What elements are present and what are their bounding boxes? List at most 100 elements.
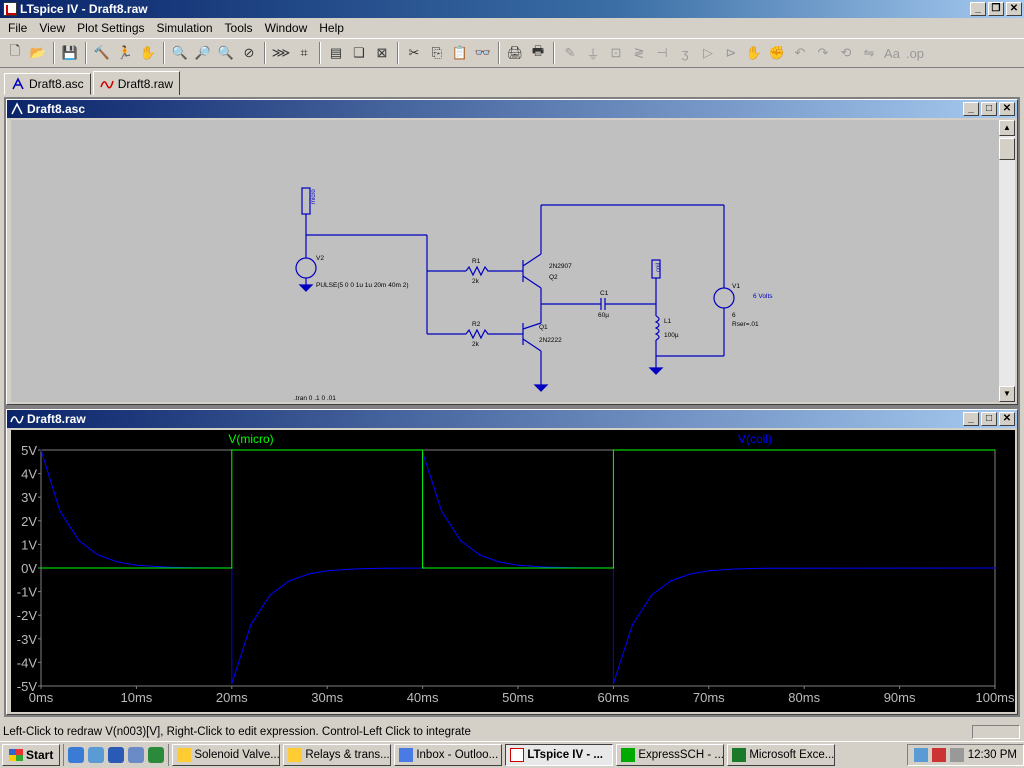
task-relays[interactable]: Relays & trans... <box>283 744 392 766</box>
inductor-icon[interactable]: ʒ <box>681 45 689 61</box>
excel-icon <box>732 748 747 762</box>
menu-file[interactable]: File <box>8 21 28 35</box>
task-ltspice[interactable]: LTspice IV - ... <box>505 744 614 766</box>
data-point <box>994 567 996 569</box>
security-icon[interactable] <box>931 748 946 762</box>
scroll-thumb[interactable] <box>999 138 1015 160</box>
print-icon[interactable]: 🖶 <box>531 43 545 58</box>
volume-icon[interactable] <box>949 748 964 762</box>
label-icon[interactable]: ⊡ <box>610 45 622 60</box>
v2-value: PULSE(5 0 0 1u 1u 20m 40m 2) <box>316 282 409 289</box>
y-tick-label: 1V <box>21 537 37 552</box>
trace-label-v-coil[interactable]: V(coil) <box>738 432 772 446</box>
menu-view[interactable]: View <box>39 21 66 35</box>
open-icon[interactable]: 📂 <box>29 45 47 60</box>
close-button[interactable]: ✕ <box>999 102 1015 116</box>
schematic-canvas[interactable]: micro coil V2 PULSE(5 0 0 1u 1u 20m 40m … <box>11 120 1001 402</box>
text-icon[interactable]: Aa <box>884 45 900 61</box>
start-button[interactable]: Start <box>2 744 61 766</box>
capacitor-icon[interactable]: ⊣ <box>656 45 668 60</box>
minimize-button[interactable]: _ <box>970 2 986 16</box>
menu-tools[interactable]: Tools <box>224 21 253 35</box>
redo-icon[interactable]: ↷ <box>817 45 829 60</box>
restore-button[interactable]: ❐ <box>988 2 1004 16</box>
traces-layer <box>40 449 996 685</box>
menu-window[interactable]: Window <box>264 21 308 35</box>
waveform-plot[interactable]: V(micro) V(coil) 5V4V3V2V1V0V-1V-2V-3V-4… <box>11 430 1015 712</box>
toolbar-separator <box>264 42 266 64</box>
task-solenoid-valve[interactable]: Solenoid Valve... <box>172 744 281 766</box>
spice-directive-icon[interactable]: .op <box>905 45 925 61</box>
tab-draft8-raw[interactable]: Draft8.raw <box>92 71 181 95</box>
zoom-cancel-icon[interactable]: ⊘ <box>243 45 255 60</box>
new-schematic-icon[interactable]: 🗋 <box>9 43 21 58</box>
task-label: ExpressSCH - ... <box>638 749 724 761</box>
explorer-icon[interactable] <box>128 747 145 763</box>
excel-icon[interactable] <box>148 747 165 763</box>
draft-icon[interactable]: ⌗ <box>300 45 308 60</box>
maximize-button[interactable]: □ <box>981 412 997 426</box>
clock[interactable]: 12:30 PM <box>967 749 1017 761</box>
tab-draft8-asc[interactable]: Draft8.asc <box>4 73 91 95</box>
paste-icon[interactable]: 📋 <box>451 45 469 60</box>
minimize-button[interactable]: _ <box>963 412 979 426</box>
halt-icon[interactable]: ✋ <box>139 45 157 60</box>
zoom-in-icon[interactable]: 🔍 <box>171 45 189 60</box>
close-all-icon[interactable]: ⊠ <box>376 45 388 60</box>
tile-horizontal-icon[interactable]: ▤ <box>329 45 343 60</box>
waveform-title: Draft8.raw <box>27 412 86 426</box>
maximize-button[interactable]: □ <box>981 102 997 116</box>
media-icon[interactable] <box>108 747 125 763</box>
copy-icon[interactable]: ⎘ <box>431 45 443 60</box>
menu-simulation[interactable]: Simulation <box>156 21 213 35</box>
task-inbox-outlook[interactable]: Inbox - Outloo... <box>394 744 503 766</box>
task-excel[interactable]: Microsoft Exce... <box>727 744 836 766</box>
drag-icon[interactable]: ✊ <box>768 45 786 60</box>
outlook-icon <box>399 748 414 762</box>
zoom-out-icon[interactable]: 🔍 <box>217 45 235 60</box>
data-point <box>164 566 166 568</box>
pan-icon[interactable]: 🔎 <box>194 45 212 60</box>
diode-icon[interactable]: ▷ <box>703 45 713 60</box>
scroll-down-button[interactable]: ▼ <box>999 386 1015 402</box>
trace-v-coil[interactable] <box>40 449 996 684</box>
move-icon[interactable]: ✋ <box>745 45 763 60</box>
windows-logo-icon <box>9 749 23 761</box>
outlook-icon[interactable] <box>88 747 105 763</box>
minimize-button[interactable]: _ <box>963 102 979 116</box>
task-label: Microsoft Exce... <box>749 749 835 761</box>
wire-icon[interactable]: ✎ <box>564 45 576 60</box>
l1-value: 100µ <box>664 332 679 339</box>
autorange-icon[interactable]: ⋙ <box>271 45 291 60</box>
data-point <box>422 449 424 451</box>
menu-help[interactable]: Help <box>319 21 344 35</box>
cut-icon[interactable]: ✂ <box>408 45 420 60</box>
network-icon[interactable] <box>913 748 928 762</box>
close-button[interactable]: ✕ <box>1006 2 1022 16</box>
mirror-icon[interactable]: ⇋ <box>863 45 875 60</box>
task-expresssch[interactable]: ExpressSCH - ... <box>616 744 725 766</box>
data-point <box>269 594 271 596</box>
save-icon[interactable]: 💾 <box>61 45 79 60</box>
control-panel-icon[interactable]: 🔨 <box>93 45 111 60</box>
resistor-icon[interactable]: ≷ <box>633 45 645 60</box>
undo-icon[interactable]: ↶ <box>794 45 806 60</box>
schematic-vertical-scrollbar[interactable]: ▲ ▼ <box>999 120 1015 402</box>
trace-v-micro[interactable] <box>41 449 995 569</box>
rotate-icon[interactable]: ⟲ <box>840 45 852 60</box>
scroll-up-button[interactable]: ▲ <box>999 120 1015 136</box>
close-button[interactable]: ✕ <box>999 412 1015 426</box>
print-setup-icon[interactable]: 🖨 <box>506 45 524 60</box>
run-icon[interactable]: 🏃 <box>116 45 134 60</box>
menu-plot-settings[interactable]: Plot Settings <box>77 21 145 35</box>
find-icon[interactable]: 👓 <box>474 45 492 60</box>
data-point <box>670 580 672 582</box>
component-icon[interactable]: ⊳ <box>725 45 737 60</box>
ie-icon[interactable] <box>68 747 85 763</box>
cascade-icon[interactable]: ❏ <box>353 45 365 60</box>
trace-label-v-micro[interactable]: V(micro) <box>228 432 273 446</box>
ground-icon[interactable]: ⏚ <box>586 46 600 62</box>
waveform-title-bar[interactable]: Draft8.raw _ □ ✕ <box>7 410 1017 428</box>
schematic-title-bar[interactable]: Draft8.asc _ □ ✕ <box>7 100 1017 118</box>
